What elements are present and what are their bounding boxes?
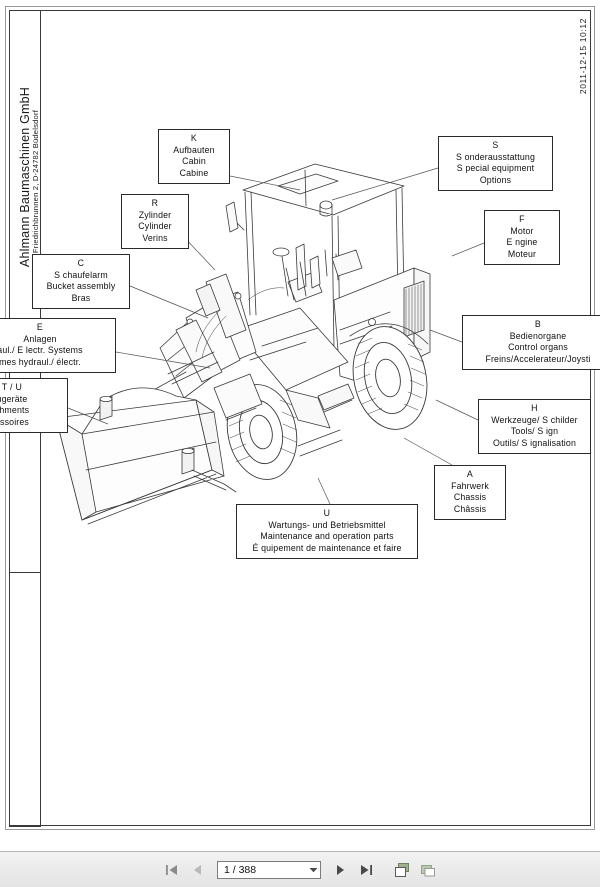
chevron-left-icon bbox=[194, 864, 201, 875]
callout-code: F bbox=[519, 214, 525, 224]
callout-text-fr: Outils/ S ignalisation bbox=[492, 437, 576, 448]
callout-text-en: Tools/ S ign bbox=[510, 426, 559, 437]
callout-text-de: Aufbauten bbox=[173, 144, 215, 155]
callout-text-en: Bucket assembly bbox=[46, 281, 116, 292]
callout-text-de: Bedienorgane bbox=[509, 330, 567, 341]
previous-page-button[interactable] bbox=[188, 860, 208, 880]
next-page-button[interactable] bbox=[330, 860, 350, 880]
callout-text-fr: mes hydraul./ électr. bbox=[0, 356, 81, 367]
callout-text-de: Werkzeuge/ S childer bbox=[491, 414, 578, 425]
callout-code: R bbox=[151, 198, 159, 208]
callout-text-en: Cylinder bbox=[138, 221, 172, 232]
callout-text-de: S onderausstattung bbox=[456, 151, 535, 162]
callout-text-fr: Châssis bbox=[453, 503, 487, 514]
callout-code: A bbox=[466, 469, 474, 479]
page-number-value: 1 / 388 bbox=[224, 863, 257, 876]
callout-box-a: A Fahrwerk Chassis Châssis bbox=[434, 465, 506, 521]
callout-box-h: H Werkzeuge/ S childer Tools/ S ign Outi… bbox=[478, 399, 591, 455]
callout-text-de: Anlagen bbox=[23, 333, 57, 344]
callout-code: S bbox=[492, 140, 499, 150]
title-block-divider-top bbox=[9, 572, 41, 573]
callout-text-de: Zylinder bbox=[138, 209, 172, 220]
callout-text-fr: Verins bbox=[142, 232, 168, 243]
callout-code: T / U bbox=[1, 382, 23, 392]
chevron-right-icon bbox=[337, 864, 344, 875]
callout-code: B bbox=[534, 319, 542, 329]
last-page-button[interactable] bbox=[356, 860, 376, 880]
last-page-icon bbox=[361, 864, 372, 875]
callout-text-en: Chassis bbox=[453, 492, 487, 503]
callout-text-en: Control organs bbox=[508, 342, 568, 353]
callout-box-k: K Aufbauten Cabin Cabine bbox=[158, 129, 230, 185]
callout-box-f: F Motor E ngine Moteur bbox=[484, 210, 560, 266]
first-page-button[interactable] bbox=[162, 860, 182, 880]
callout-text-de: S chaufelarm bbox=[54, 269, 108, 280]
callout-box-c: C S chaufelarm Bucket assembly Bras bbox=[32, 254, 130, 310]
callout-text-de: Motor bbox=[510, 225, 534, 236]
callout-text-fr: É quipement de maintenance et faire bbox=[252, 542, 402, 553]
callout-code: K bbox=[190, 133, 198, 143]
callout-text-de: ugeräte bbox=[0, 393, 28, 404]
callout-text-fr: Freins/Accelerateur/Joysti bbox=[485, 353, 591, 364]
title-block-divider-bottom bbox=[9, 826, 41, 827]
callout-text-en: Cabin bbox=[182, 156, 206, 167]
first-page-icon bbox=[166, 864, 177, 875]
document-page[interactable]: 2011-12-15 10:12 Ahlmann Baumaschinen Gm… bbox=[0, 0, 600, 853]
callout-box-t-u: T / U ugeräte chments essoires bbox=[0, 378, 68, 434]
callout-text-en: aul./ E lectr. Systems bbox=[0, 345, 83, 356]
single-page-view-button[interactable] bbox=[392, 860, 412, 880]
callout-text-fr: essoires bbox=[0, 416, 29, 427]
facing-page-view-icon bbox=[421, 864, 435, 876]
callout-text-fr: Cabine bbox=[179, 167, 209, 178]
callout-code: C bbox=[77, 258, 85, 268]
callout-box-b: B Bedienorgane Control organs Freins/Acc… bbox=[462, 315, 600, 371]
page-number-field[interactable]: 1 / 388 bbox=[217, 860, 321, 879]
viewer-toolbar: 1 / 388 bbox=[0, 851, 600, 887]
single-page-view-icon bbox=[395, 862, 409, 877]
callout-text-en: Maintenance and operation parts bbox=[260, 531, 394, 542]
callout-text-de: Wartungs- und Betriebsmittel bbox=[268, 519, 386, 530]
callout-text-fr: Moteur bbox=[507, 248, 537, 259]
chevron-down-icon[interactable] bbox=[306, 862, 320, 878]
facing-page-view-button[interactable] bbox=[418, 860, 438, 880]
callout-text-en: chments bbox=[0, 405, 30, 416]
callout-box-u: U Wartungs- und Betriebsmittel Maintenan… bbox=[236, 504, 418, 560]
callout-text-en: S pecial equipment bbox=[456, 163, 535, 174]
callout-text-de: Fahrwerk bbox=[451, 480, 489, 491]
callout-box-e: E Anlagen aul./ E lectr. Systems mes hyd… bbox=[0, 318, 116, 374]
callout-box-s: S S onderausstattung S pecial equipment … bbox=[438, 136, 553, 192]
callout-code: E bbox=[36, 322, 44, 332]
callout-box-r: R Zylinder Cylinder Verins bbox=[121, 194, 189, 250]
machine-illustration bbox=[55, 163, 431, 525]
callout-text-fr: Options bbox=[479, 174, 512, 185]
callout-code: U bbox=[323, 508, 331, 518]
callout-code: H bbox=[531, 403, 538, 413]
callout-text-fr: Bras bbox=[71, 292, 91, 303]
leader-lines bbox=[67, 167, 485, 505]
callout-text-en: E ngine bbox=[506, 237, 538, 248]
